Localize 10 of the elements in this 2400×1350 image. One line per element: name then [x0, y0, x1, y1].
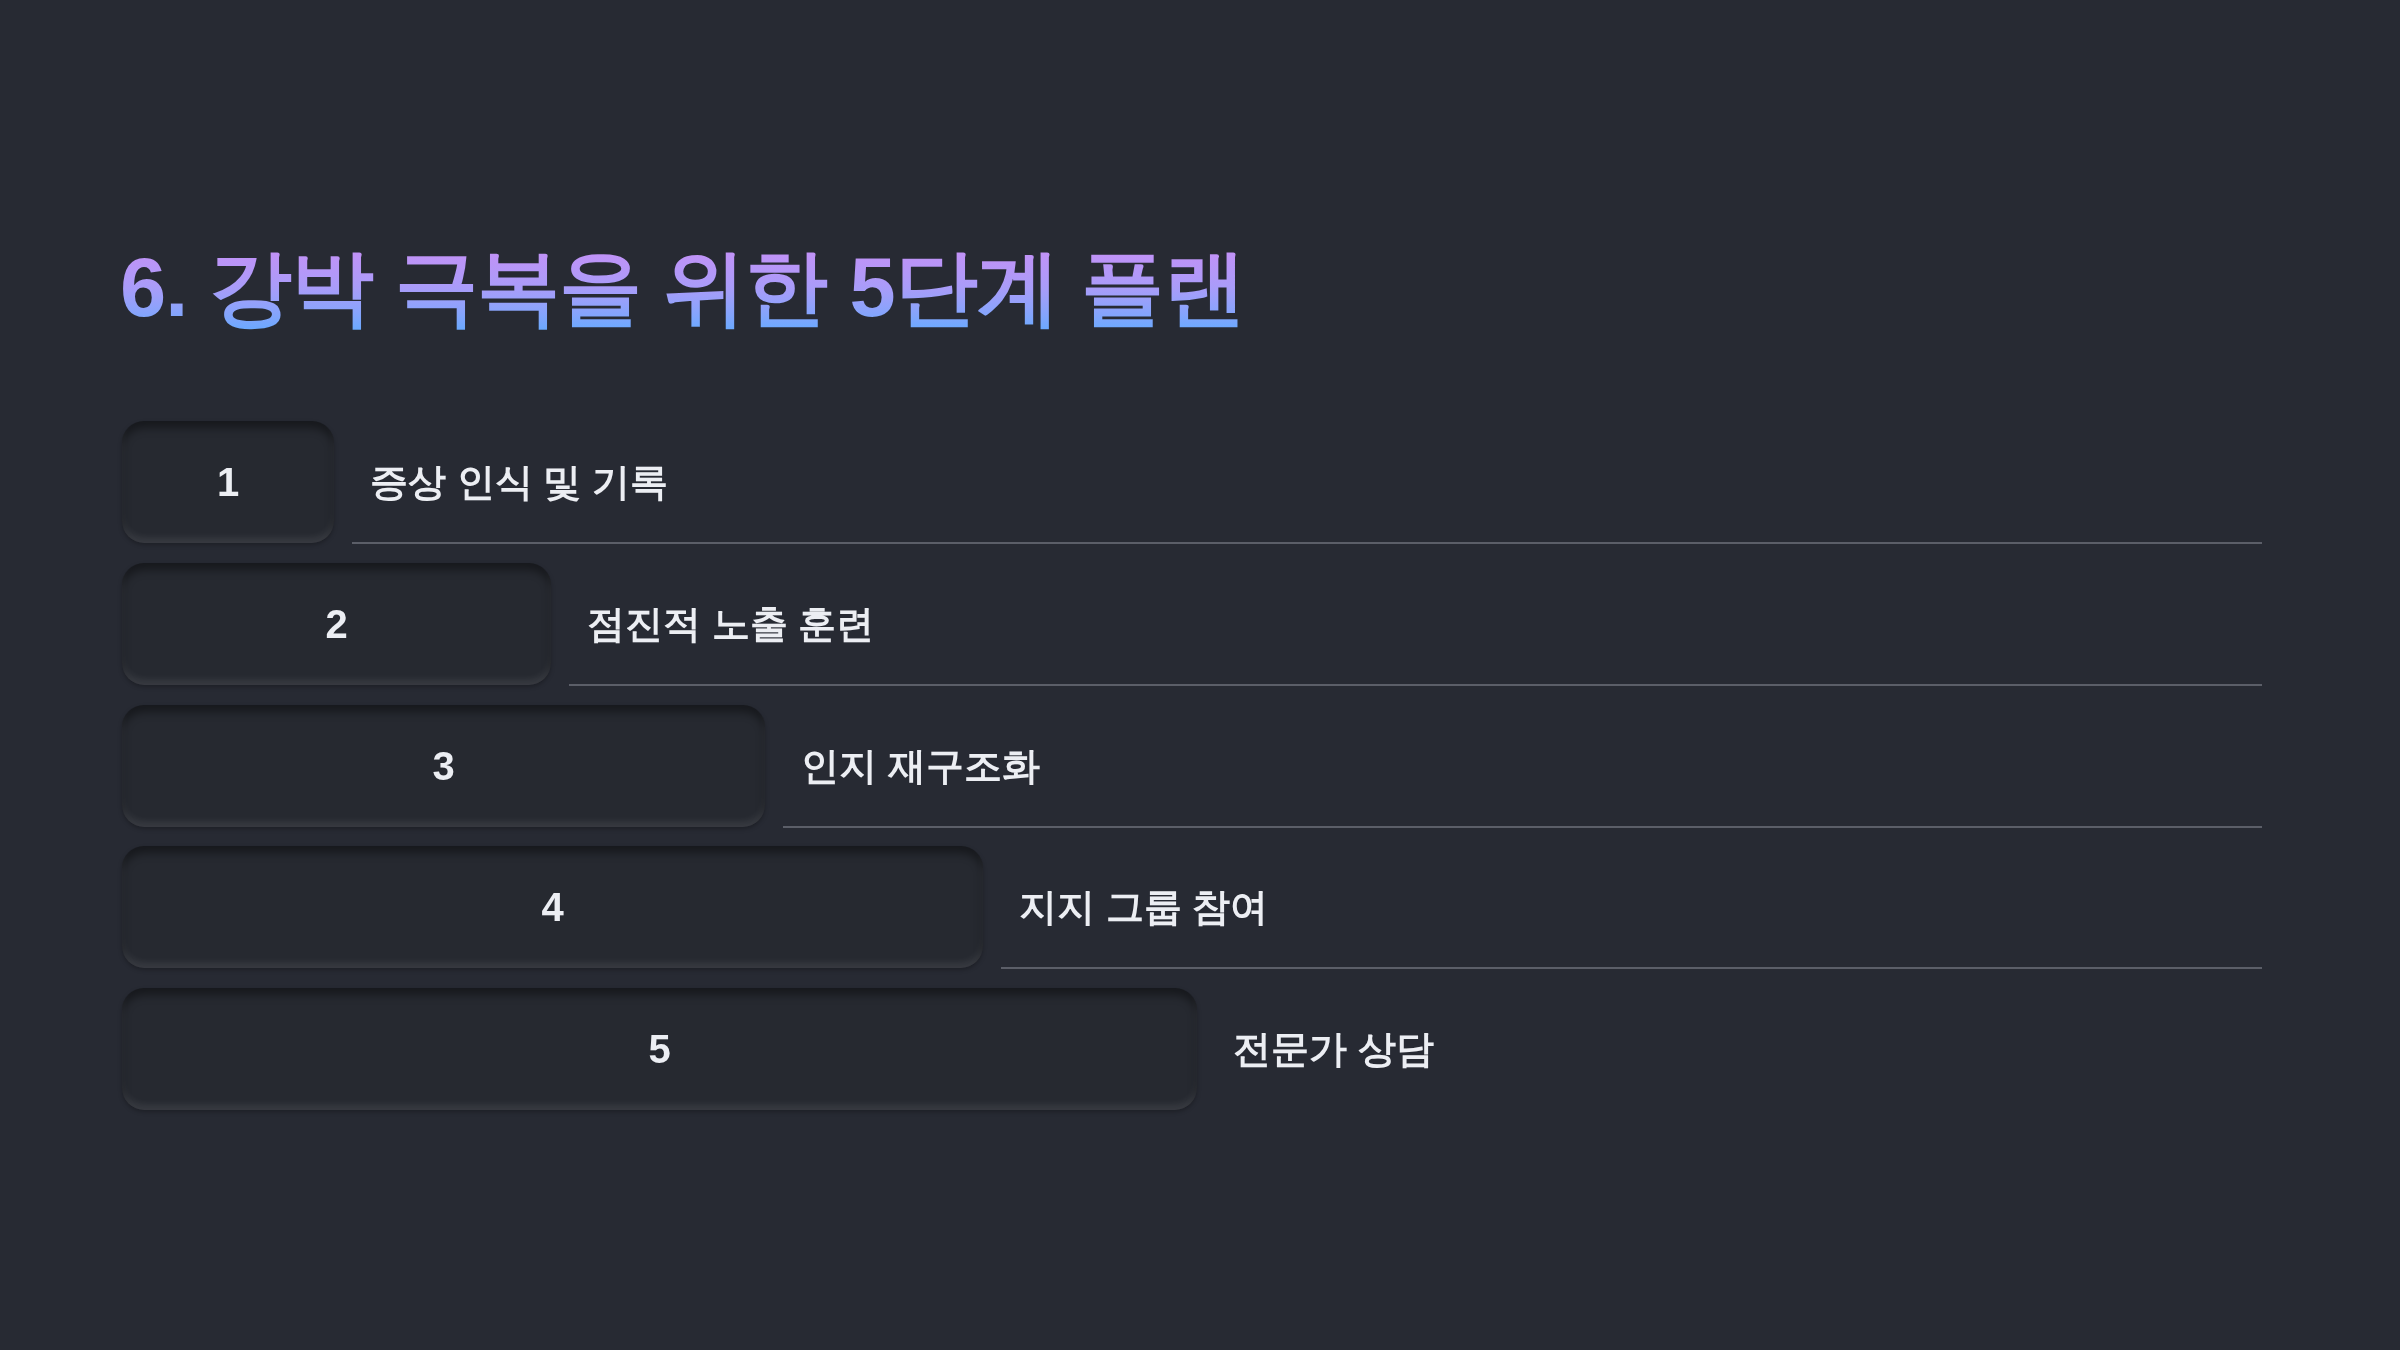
- step-number-box: 2: [122, 563, 551, 685]
- step-number-box: 3: [122, 705, 765, 827]
- step-number-box: 4: [122, 846, 983, 968]
- step-label: 증상 인식 및 기록: [370, 460, 668, 505]
- step-number-box: 1: [122, 421, 334, 543]
- step-number-box: 5: [122, 988, 1197, 1110]
- step-label: 점진적 노출 훈련: [587, 602, 875, 647]
- step-label: 인지 재구조화: [801, 744, 1040, 789]
- step-label: 지지 그룹 참여: [1019, 885, 1269, 930]
- step-label: 전문가 상담: [1233, 1027, 1434, 1072]
